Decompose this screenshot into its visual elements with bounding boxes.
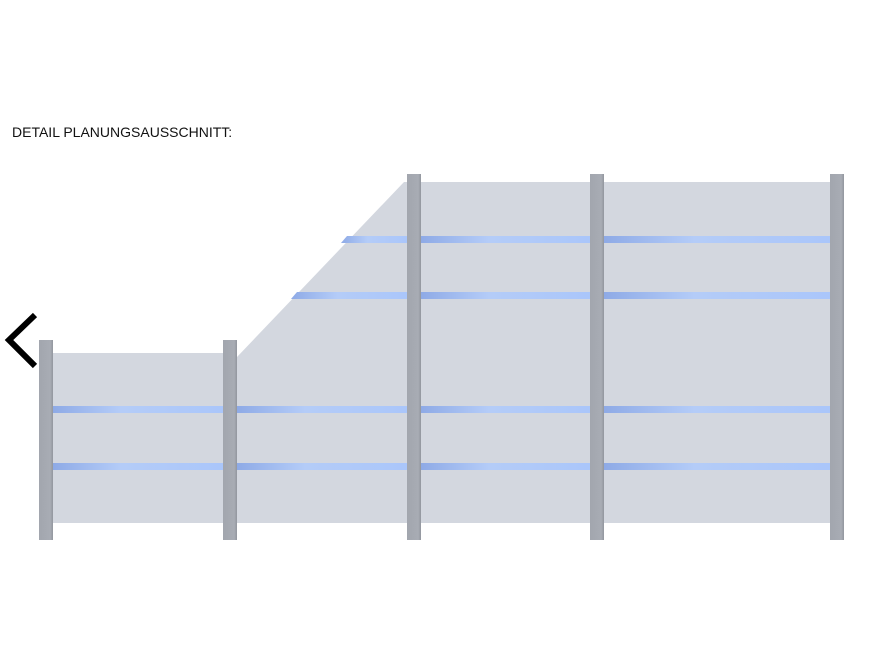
fence-post [830, 174, 844, 540]
section-heading: DETAIL PLANUNGSAUSSCHNITT: [12, 124, 233, 140]
fence-panel-3 [421, 182, 590, 523]
fence-panel-2-sloped [237, 182, 407, 523]
fence-panel-4 [604, 182, 830, 523]
previous-button[interactable] [2, 310, 42, 372]
fence-panel-1 [53, 353, 223, 523]
fence-post [223, 340, 237, 540]
fence-post [407, 174, 421, 540]
fence-post [39, 340, 53, 540]
chevron-left-icon [4, 312, 38, 369]
fence-post [590, 174, 604, 540]
